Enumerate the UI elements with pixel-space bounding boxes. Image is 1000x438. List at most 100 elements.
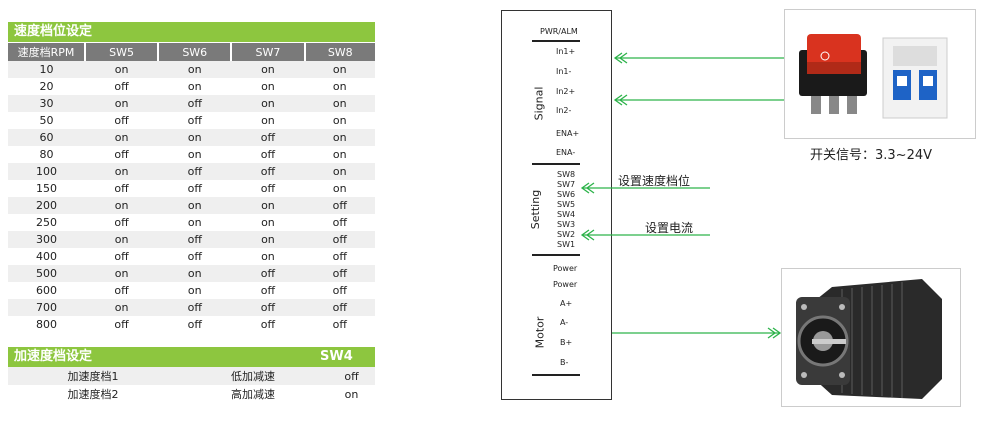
rpm-cell: 250 [8, 214, 85, 231]
switch-state-cell: off [85, 146, 159, 163]
switch-state-cell: on [85, 163, 159, 180]
switch-state-cell: off [85, 214, 159, 231]
accel-sw4-cell: on [328, 385, 375, 403]
switch-state-cell: on [231, 231, 305, 248]
arrow-head-motor-b [767, 327, 777, 339]
rpm-cell: 400 [8, 248, 85, 265]
divider-signal [532, 163, 580, 165]
arrow-head-motor [772, 327, 782, 339]
switch-photo [784, 9, 976, 139]
switch-state-cell: off [158, 180, 232, 197]
switch-state-cell: on [158, 265, 232, 282]
rpm-cell: 200 [8, 197, 85, 214]
driver-box: PWR/ALM Signal In1+ In1- In2+ In2- ENA+ … [501, 10, 612, 400]
switch-state-cell: on [85, 299, 159, 316]
pin-b-plus: B+ [560, 338, 573, 347]
motor-label: Motor [533, 316, 547, 349]
switch-state-cell: on [85, 61, 159, 78]
switch-state-cell: off [158, 95, 232, 112]
switch-state-cell: on [304, 112, 375, 129]
rpm-cell: 30 [8, 95, 85, 112]
pin-sw3: SW3 [557, 220, 576, 229]
accel-level-cell: 加速度档2 [8, 385, 178, 403]
switch-state-cell: off [231, 129, 305, 146]
current-setting-label: 设置电流 [645, 221, 694, 235]
switch-state-cell: off [85, 112, 159, 129]
switch-state-cell: on [85, 95, 159, 112]
switch-state-cell: on [85, 129, 159, 146]
speed-table-header: 速度档RPM SW5 SW6 SW7 SW8 [8, 43, 375, 61]
switch-state-cell: off [158, 316, 232, 333]
rpm-cell: 10 [8, 61, 85, 78]
switch-state-cell: on [85, 197, 159, 214]
accel-table-title: 加速度档设定 SW4 [8, 347, 375, 367]
arrow-head-in1-b [618, 52, 628, 64]
switch-state-cell: on [231, 197, 305, 214]
switch-state-cell: on [304, 129, 375, 146]
switch-state-cell: on [158, 214, 232, 231]
switch-state-cell: off [158, 112, 232, 129]
pin-power-1: Power [553, 264, 578, 273]
switch-state-cell: off [158, 248, 232, 265]
switch-state-cell: on [231, 95, 305, 112]
switch-state-cell: off [158, 299, 232, 316]
accel-title-text: 加速度档设定 [14, 349, 93, 364]
divider-motor [532, 374, 580, 376]
switch-state-cell: off [85, 316, 159, 333]
accel-mode-cell: 高加减速 [178, 385, 328, 403]
arrow-head-in2 [613, 94, 623, 106]
pin-a-minus: A- [560, 318, 569, 327]
accel-sw4-cell: off [328, 367, 375, 385]
rpm-cell: 500 [8, 265, 85, 282]
rpm-cell: 600 [8, 282, 85, 299]
switch-state-cell: off [85, 180, 159, 197]
pin-ena-plus: ENA+ [556, 129, 580, 138]
switch-state-cell: on [231, 112, 305, 129]
pin-sw5: SW5 [557, 200, 576, 209]
switch-state-cell: on [158, 197, 232, 214]
divider-setting [532, 254, 580, 256]
rpm-cell: 800 [8, 316, 85, 333]
switch-state-cell: off [304, 231, 375, 248]
switch-state-cell: off [85, 248, 159, 265]
switch-state-cell: on [231, 78, 305, 95]
pin-sw4: SW4 [557, 210, 576, 219]
accel-sw-header: SW4 [320, 349, 353, 364]
switch-state-cell: off [85, 78, 159, 95]
rpm-cell: 700 [8, 299, 85, 316]
switch-state-cell: off [304, 197, 375, 214]
switch-state-cell: off [158, 231, 232, 248]
switch-state-cell: off [158, 163, 232, 180]
switch-state-cell: on [304, 163, 375, 180]
switch-state-cell: on [158, 78, 232, 95]
switch-state-cell: off [231, 180, 305, 197]
switch-state-cell: on [304, 95, 375, 112]
switch-state-cell: on [85, 265, 159, 282]
switch-state-cell: off [304, 316, 375, 333]
rpm-cell: 150 [8, 180, 85, 197]
switch-caption: 开关信号：3.3~24V [810, 148, 933, 163]
motor-photo [781, 268, 961, 407]
pin-ena-minus: ENA- [556, 148, 576, 157]
switch-state-cell: off [231, 299, 305, 316]
header-sw7: SW7 [230, 43, 305, 61]
rpm-cell: 50 [8, 112, 85, 129]
switch-state-cell: on [85, 231, 159, 248]
switch-state-cell: on [304, 146, 375, 163]
accel-level-cell: 加速度档1 [8, 367, 178, 385]
rpm-cell: 80 [8, 146, 85, 163]
switch-state-cell: on [304, 61, 375, 78]
switch-state-cell: off [231, 265, 305, 282]
